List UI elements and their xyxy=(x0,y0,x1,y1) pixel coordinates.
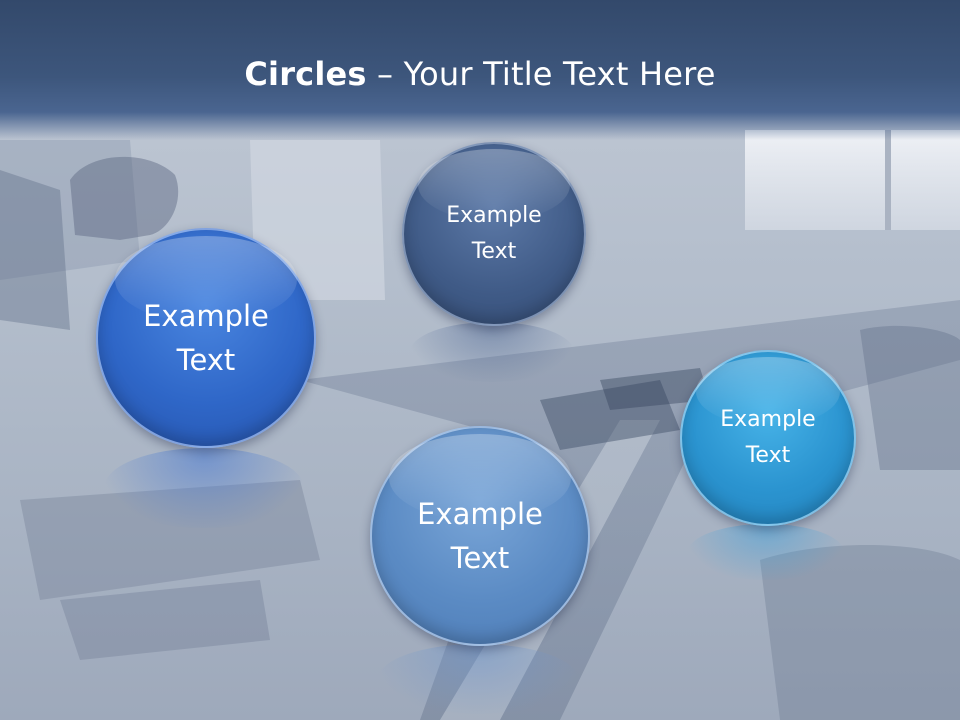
circle-dark-blue[interactable]: Example Text xyxy=(402,142,586,326)
title-bold-part: Circles xyxy=(244,55,367,93)
circle-label: Example Text xyxy=(446,203,542,264)
slide-title: Circles – Your Title Text Here xyxy=(0,52,960,96)
circle-cyan[interactable]: Example Text xyxy=(680,350,856,526)
circle-label: Example Text xyxy=(143,299,269,377)
circle-large-blue[interactable]: Example Text xyxy=(96,228,316,448)
title-band xyxy=(0,0,960,140)
circle-label: Example Text xyxy=(720,407,816,468)
circle-light-blue[interactable]: Example Text xyxy=(370,426,590,646)
circle-label: Example Text xyxy=(417,497,543,575)
title-rest-part: – Your Title Text Here xyxy=(366,55,716,93)
